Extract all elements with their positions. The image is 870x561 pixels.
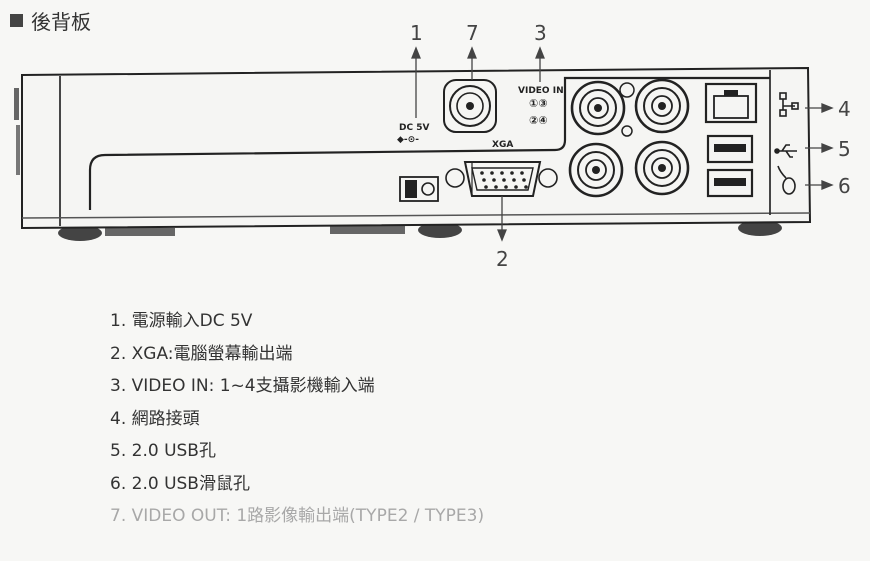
bnc-indicator-top-icon (619, 82, 635, 98)
callout-3-number: 3 (534, 21, 547, 45)
channel-24-label: ②④ (529, 114, 548, 127)
callout-1-number: 1 (410, 21, 423, 45)
network-symbol-icon (779, 92, 799, 117)
foot-left-pad (105, 228, 175, 236)
callout-2-number: 2 (496, 247, 509, 271)
side-tab-bottom (16, 125, 20, 175)
page-title: 後背板 (10, 6, 91, 35)
xga-connector-icon (445, 161, 558, 197)
callout-4-arrow (821, 103, 834, 113)
callout-7-arrow (467, 46, 477, 59)
callout-5-number: 5 (838, 137, 851, 161)
foot-right (738, 220, 782, 236)
video-out-bnc-icon (443, 79, 497, 133)
video-in-bnc-3-icon (634, 78, 690, 134)
callout-5-arrow (821, 143, 834, 153)
xga-label: XGA (492, 140, 513, 150)
foot-mid (418, 222, 462, 238)
square-bullet-icon (10, 14, 23, 27)
legend-item-1: 1. 電源輸入DC 5V (110, 311, 253, 331)
video-in-bnc-2-icon (568, 142, 624, 198)
usb-symbol-icon (774, 144, 797, 158)
callout-6-number: 6 (838, 174, 851, 198)
dc-polarity-symbol: ◆-⊙- (397, 135, 419, 145)
video-in-bnc-4-icon (634, 140, 690, 196)
ethernet-port-icon (704, 82, 758, 124)
callout-7-number: 7 (466, 21, 479, 45)
legend-list: 1. 電源輸入DC 5V 2. XGA:電腦螢幕輸出端 3. VIDEO IN:… (110, 305, 484, 533)
bnc-indicator-mid-icon (621, 125, 633, 137)
page-title-text: 後背板 (31, 10, 91, 34)
dc-label: DC 5V (399, 123, 429, 133)
legend-item-7: 7. VIDEO OUT: 1路影像輸出端(TYPE2 / TYPE3) (110, 506, 485, 526)
callout-4-number: 4 (838, 97, 851, 121)
legend-item-3: 3. VIDEO IN: 1~4支攝影機輸入端 (110, 376, 375, 396)
channel-13-label: ①③ (529, 97, 548, 110)
callout-1-arrow (411, 46, 421, 59)
usb-mouse-port-icon (706, 168, 754, 198)
mouse-symbol-icon (777, 165, 796, 195)
usb-port-icon (706, 134, 754, 164)
legend-item-4: 4. 網路接頭 (110, 408, 200, 429)
callout-2-arrow (497, 229, 507, 242)
video-in-bnc-1-icon (570, 80, 626, 136)
callout-6-arrow (821, 180, 834, 190)
callout-3-arrow (535, 46, 545, 59)
dc-power-jack-icon (399, 176, 439, 202)
legend-item-5: 5. 2.0 USB孔 (110, 441, 216, 461)
foot-left (58, 225, 102, 241)
video-in-label: VIDEO IN (518, 86, 564, 96)
legend-item-2: 2. XGA:電腦螢幕輸出端 (110, 343, 293, 364)
legend-item-6: 6. 2.0 USB滑鼠孔 (110, 473, 250, 494)
side-tab-top (14, 88, 19, 120)
inner-panel-outline (88, 76, 770, 210)
foot-mid-pad (330, 226, 405, 234)
rear-panel-diagram: 1 7 3 2 4 5 6 VIDEO IN ①③ ②④ DC 5V ◆-⊙- … (14, 21, 851, 271)
housing-bottom-rim (21, 212, 811, 219)
